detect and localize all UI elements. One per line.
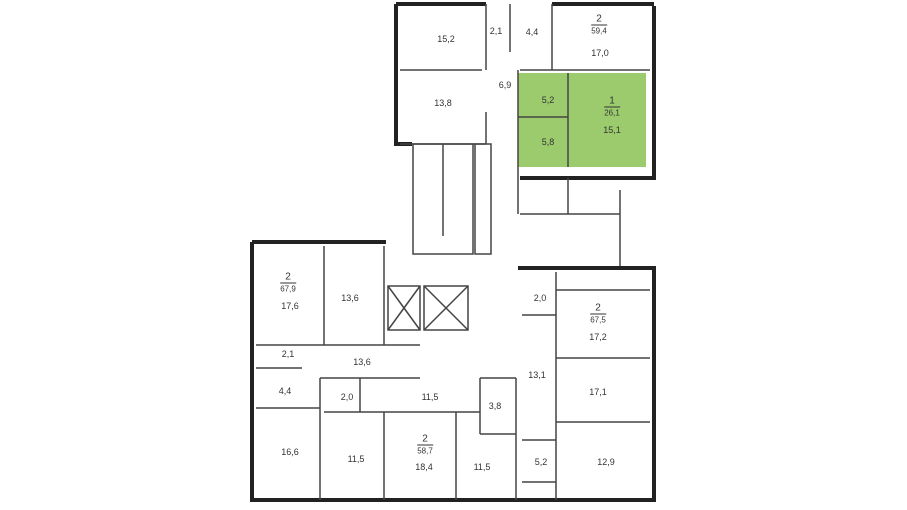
room-area: 15,1 <box>603 125 621 135</box>
room-area: 2,0 <box>340 392 354 402</box>
room-area: 16,6 <box>281 447 299 457</box>
apartment-rooms: 1 <box>609 95 615 107</box>
apartment-rooms: 2 <box>595 302 601 314</box>
apartment-rooms: 2 <box>422 433 428 445</box>
apartment-area: 67,9 <box>280 282 296 294</box>
room-area: 6,9 <box>498 80 512 90</box>
room-area: 17,6 <box>281 301 299 311</box>
room-area: 5,8 <box>541 137 555 147</box>
apartment-area: 59,4 <box>591 24 607 36</box>
room-area: 11,5 <box>347 454 365 464</box>
apartment-badge[interactable]: 2 67,5 <box>590 302 606 325</box>
apartment-area: 67,5 <box>590 313 606 325</box>
top-block-outer-wall <box>394 4 412 146</box>
room-area: 17,1 <box>589 387 607 397</box>
right-block-outer-wall <box>518 266 656 502</box>
room-area: 3,8 <box>488 401 502 411</box>
room-area: 5,2 <box>541 95 555 105</box>
room-area: 4,4 <box>525 27 539 37</box>
room-area: 18,4 <box>415 462 433 472</box>
room-area: 5,2 <box>534 457 548 467</box>
room-area: 11,5 <box>473 462 491 472</box>
left-block-outer-wall <box>250 242 518 502</box>
room-area: 15,2 <box>437 34 455 44</box>
room-area: 12,9 <box>597 457 615 467</box>
apartment-badge[interactable]: 2 59,4 <box>591 13 607 36</box>
room-area: 11,5 <box>421 392 439 402</box>
room-area: 13,6 <box>353 357 371 367</box>
room-area: 13,8 <box>434 98 452 108</box>
room-area: 4,4 <box>278 386 292 396</box>
room-area: 13,1 <box>528 370 546 380</box>
top-block-right-wall <box>520 6 656 180</box>
room-area: 2,1 <box>489 26 503 36</box>
apartment-rooms: 2 <box>596 13 602 25</box>
apartment-rooms: 2 <box>285 271 291 283</box>
room-area: 13,6 <box>341 293 359 303</box>
room-area: 2,0 <box>533 293 547 303</box>
apartment-badge[interactable]: 2 67,9 <box>280 271 296 294</box>
apartment-area: 26,1 <box>604 106 620 118</box>
room-area: 2,1 <box>281 349 295 359</box>
apartment-1-highlight[interactable] <box>518 73 646 167</box>
room-area: 17,0 <box>591 48 609 58</box>
apartment-badge[interactable]: 1 26,1 <box>604 95 620 118</box>
apartment-area: 58,7 <box>417 444 433 456</box>
apartment-badge[interactable]: 2 58,7 <box>417 433 433 456</box>
room-area: 17,2 <box>589 332 607 342</box>
